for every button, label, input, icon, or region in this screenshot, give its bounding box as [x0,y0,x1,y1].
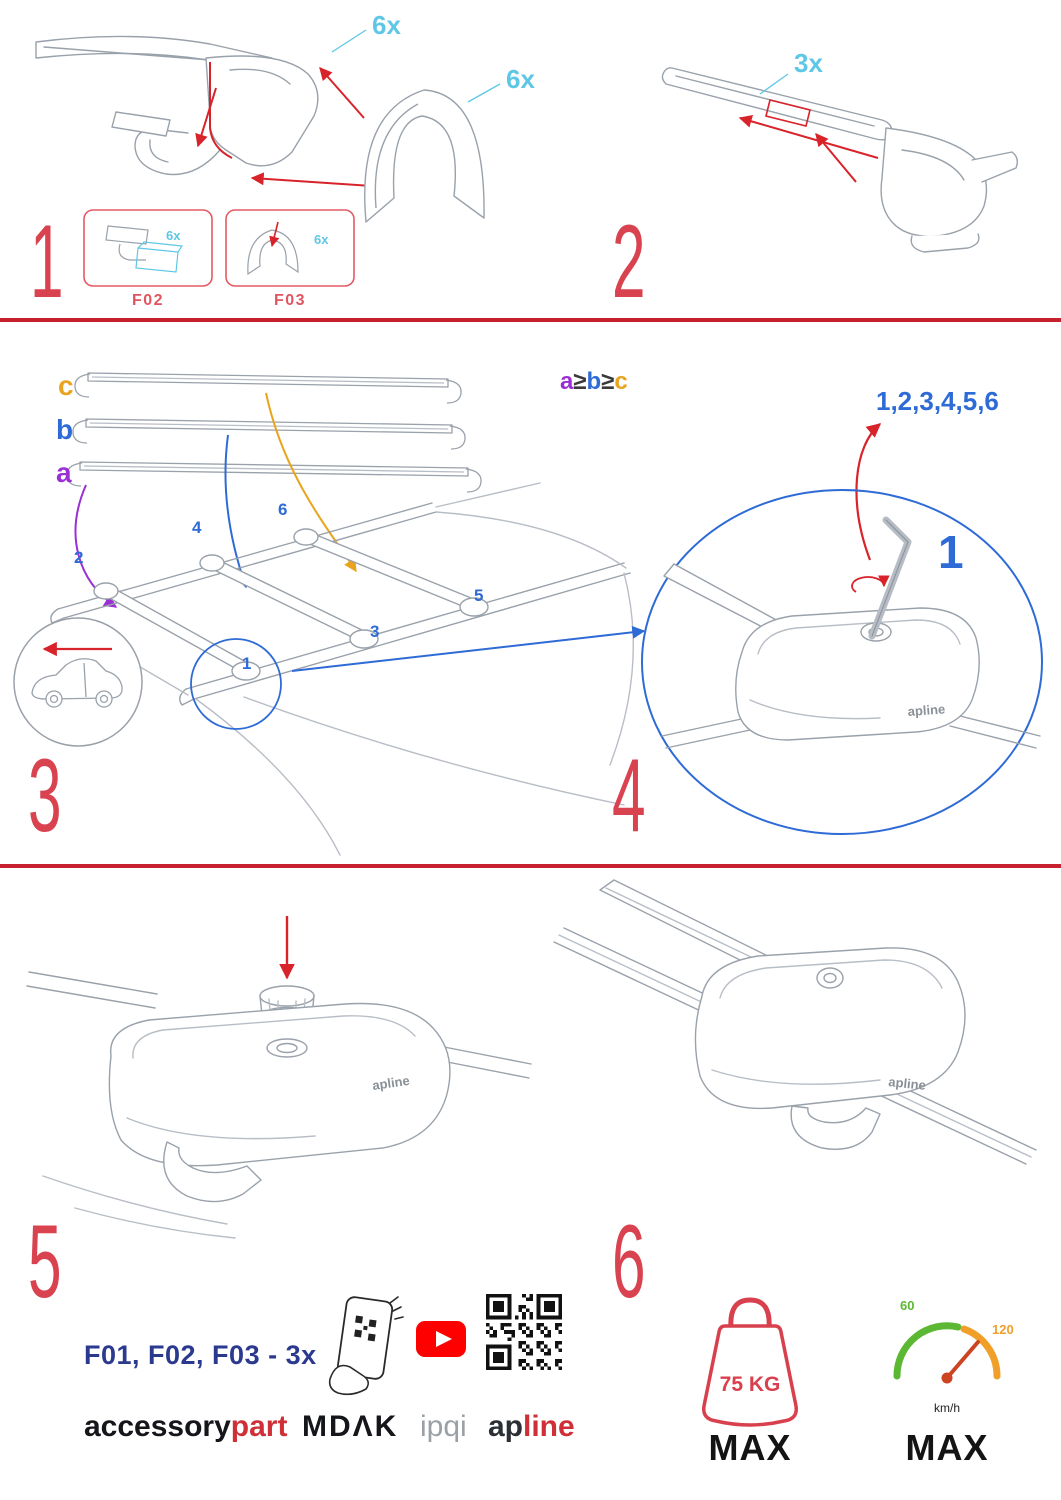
speed-unit: km/h [934,1401,960,1415]
part-brand-logo: apline [907,701,946,719]
qr-code [486,1294,562,1370]
part-box-f03: 6x F03 [225,209,355,309]
step-number-3: 3 [28,738,62,854]
brand-apline: apline [488,1410,575,1444]
speedometer-green-arc [893,1322,962,1380]
position-5: 5 [474,586,483,605]
mounted-clamp-drawing [553,879,1037,1165]
brand-apline-red: line [523,1410,575,1443]
step1-red-arrows [195,62,373,187]
step2-illustration: 3x [661,48,1019,253]
travel-direction-inset [13,617,143,747]
guide-curve-b [224,434,249,589]
brand-accessorypart: accessorypart [84,1410,287,1444]
step4-illustration: 1,2,3,4,5,6 apline 1 [641,386,1043,835]
qty-pointer-line [467,83,501,103]
step-number-5: 5 [28,1204,62,1320]
qty-pointer-line [759,73,789,95]
clamp-detail-drawing [661,516,1041,749]
parts-note: F01, F02, F03 - 3x [84,1340,317,1370]
step1-illustration: 6x 6x 6x F02 6x F03 [35,10,535,309]
size-rule-ge1: ≥ [573,368,586,395]
f02-qty: 6x [166,228,181,243]
max-speed-badge: 60 120 km/h MAX [893,1298,1014,1468]
detail-position-label: 1 [938,526,964,578]
step-number-2: 2 [612,204,646,320]
size-rule-c: c [614,368,627,395]
sequence-arrow [855,423,882,561]
step3-illustration: c b a a≥b≥c [13,368,646,856]
step1-qty-top: 6x [372,10,401,40]
tighten-sequence: 1,2,3,4,5,6 [876,386,999,416]
position-3: 3 [370,622,379,641]
brand-mdak: MDΛK [302,1410,399,1443]
size-rule: a≥b≥c [560,368,628,395]
f02-label: F02 [132,292,164,309]
max-speed-label: MAX [906,1427,989,1468]
rotate-arrow [851,575,890,593]
step6-illustration: apline [553,879,1037,1165]
scan-phone-icon [328,1296,404,1396]
step2-qty: 3x [794,48,823,78]
step2-red-arrows [738,99,879,183]
size-rule-b: b [587,368,602,395]
brand-accessorypart-red: part [230,1410,288,1443]
crossbar-a [66,461,482,493]
crossbar-drawing [661,67,1019,253]
brand-ipqi: ipqi [420,1410,467,1443]
part-box-f02: 6x F02 [83,209,213,309]
position-4: 4 [192,518,202,537]
max-weight-value: 75 KG [720,1373,781,1396]
clamp-with-knob-drawing [26,971,532,1239]
step-number-4: 4 [612,738,646,854]
max-load-badge: 75 KG MAX [702,1297,798,1468]
size-rule-a: a [560,368,574,395]
part-brand-logo: apline [888,1074,927,1093]
youtube-icon [416,1321,466,1357]
bar-label-c: c [58,370,74,401]
speed-tick-120: 120 [992,1322,1014,1337]
weight-handle-icon [728,1297,772,1331]
position-2: 2 [74,548,83,567]
play-triangle-icon [436,1331,452,1347]
cover-cap-drawing [364,89,485,223]
f03-label: F03 [274,292,306,309]
f03-qty: 6x [314,232,329,247]
step-number-1: 1 [30,204,64,320]
part-brand-logo: apline [371,1073,410,1093]
section-divider-2 [0,864,1061,868]
section-divider-1 [0,318,1061,322]
size-rule-ge2: ≥ [601,368,614,395]
speed-tick-60: 60 [900,1298,914,1313]
speedometer-orange-arc [960,1325,1001,1380]
step-number-6: 6 [612,1204,646,1320]
weight-body-icon [702,1324,798,1427]
speedometer-needle-icon [945,1340,980,1380]
speedometer-pivot [941,1372,953,1384]
position-6: 6 [278,500,287,519]
step5-illustration: apline [26,916,532,1239]
brand-apline-black: ap [488,1410,524,1443]
detail-zoom-circle [641,489,1043,835]
bar-label-a: a [56,457,72,488]
detail-callout-arrow [291,625,646,672]
step1-qty-side: 6x [506,64,535,94]
bar-label-b: b [56,414,73,445]
car-roof-drawing [50,482,634,856]
crossbar-b [72,418,466,450]
position-1-highlight-circle [190,638,282,730]
brand-accessorypart-black: accessory [84,1410,231,1443]
position-1: 1 [242,654,251,673]
crossbar-c [74,372,462,404]
max-weight-label: MAX [709,1427,792,1468]
roofbar-foot-drawing [35,35,319,176]
qty-pointer-line [331,29,367,53]
